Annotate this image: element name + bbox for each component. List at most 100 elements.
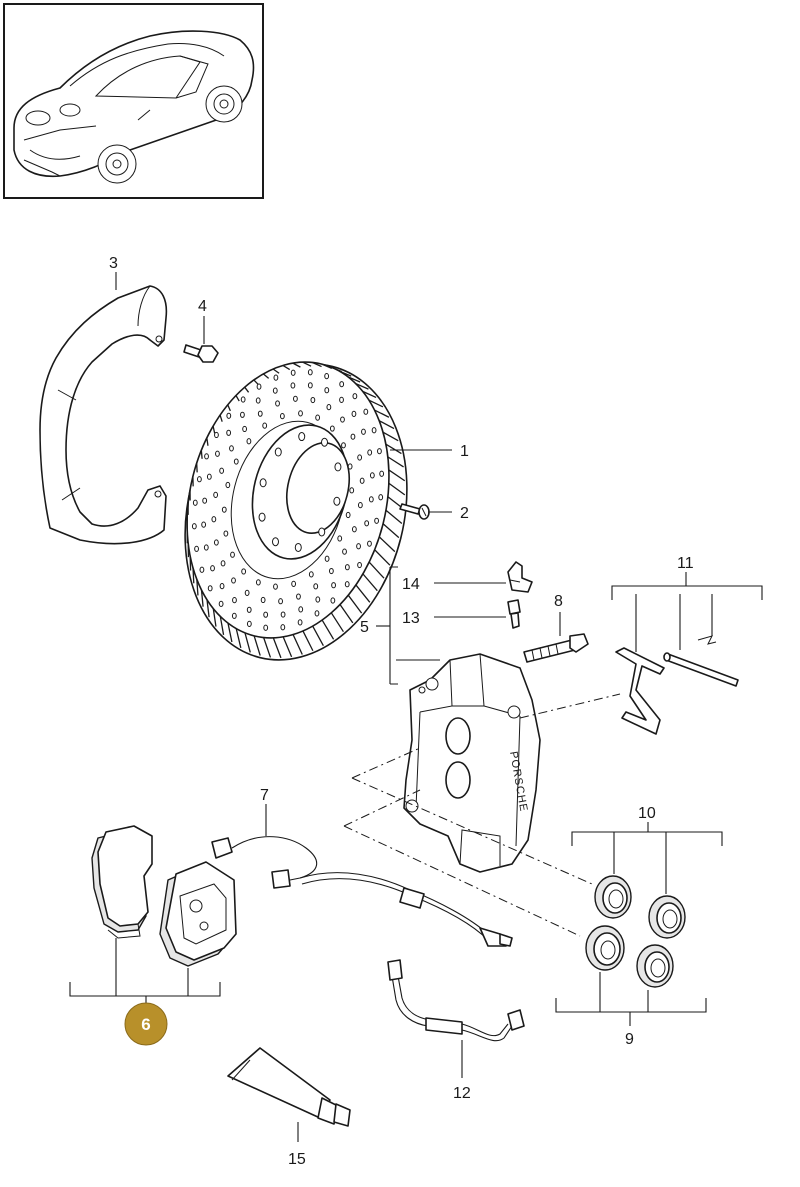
disc-drill-hole [214,431,219,439]
disc-drill-hole [273,374,279,381]
disc-vent-line [382,523,400,539]
disc-drill-hole [278,598,283,605]
disc-vent-line [378,420,395,430]
disc-drill-hole [246,438,252,445]
disc-vent-line [272,368,280,374]
disc-vent-line [388,469,406,482]
disc-drill-hole [290,382,296,389]
hub-bolt-hole [294,542,302,552]
disc-drill-hole [207,585,213,592]
disc-vent-line [355,382,369,390]
disc-drill-hole [215,450,220,457]
disc-drill-hole [201,521,207,528]
disc-vent-line [362,390,377,399]
disc-drill-hole [263,611,269,618]
disc-drill-hole [296,593,301,600]
disc-vent-line [192,567,195,584]
hub-bolt-hole [258,512,266,522]
disc-vent-line [388,482,406,496]
disc-drill-hole [369,472,375,479]
disc-drill-hole [272,387,278,394]
bleed-cap-part-14 [507,561,533,593]
disc-drill-hole [223,530,229,537]
disc-drill-hole [231,577,236,584]
disc-drill-hole [262,422,268,429]
disc-drill-hole [347,463,353,470]
disc-ventilation-edge [186,361,406,659]
disc-drill-hole [339,381,345,388]
disc-drill-hole [204,453,209,460]
disc-drill-hole [344,581,350,588]
part-label-9: 9 [625,1031,634,1048]
disc-vent-line [235,628,242,648]
disc-vent-line [262,373,270,379]
seal-ring [585,925,625,971]
disc-drill-hole [293,395,298,402]
disc-drill-hole [378,494,384,501]
leader-lines [69,272,763,1142]
disc-drill-hole [340,416,345,423]
disc-vent-line [378,536,396,553]
disc-drill-hole [326,403,332,411]
disc-drill-hole [337,535,343,542]
disc-drill-hole [255,579,261,586]
part-label-2: 2 [460,505,469,522]
disc-drill-hole [232,597,237,604]
disc-drill-hole [221,506,227,513]
part-label-15: 15 [288,1151,306,1168]
disc-vent-line [292,362,301,368]
disc-drill-hole [246,606,252,613]
disc-vent-line [312,625,324,646]
screw-part-2 [399,503,430,520]
wear-sensor-part-7 [211,836,513,947]
disc-vent-line [330,612,344,633]
disc-drill-hole [324,373,330,380]
disc-drill-hole [199,566,205,573]
dust-shield-part-3 [39,285,168,545]
hub-bolt-hole [259,478,267,488]
disc-drill-hole [230,551,235,558]
disc-drill-hole [328,567,334,575]
disc-drill-hole [279,412,285,420]
part-label-10: 10 [638,805,656,822]
disc-drill-hole [367,540,372,547]
disc-vent-line [339,604,354,624]
part-label-5: 5 [360,619,369,636]
disc-drill-hole [331,582,336,589]
disc-drill-hole [242,425,248,433]
disc-vent-line [302,630,314,652]
disc-drill-hole [213,491,219,498]
disc-drill-hole [273,583,278,590]
disc-vent-line [244,632,251,653]
part-number-labels: 3 4 1 2 11 14 8 13 5 7 10 9 12 15 6 [109,255,694,1168]
disc-drill-hole [203,544,209,551]
assembly-lines [343,693,621,937]
disc-vent-line [200,450,203,459]
disc-vent-line [227,622,233,643]
disc-vent-line [292,634,303,655]
highlighted-part-badge-6[interactable]: 6 [124,1002,168,1046]
hub-bolt-hole [298,432,306,442]
disc-vent-line [219,414,223,422]
disc-drill-hole [290,369,296,376]
disc-vent-line [368,399,384,408]
disc-drill-hole [371,427,377,434]
piston-seals-part-9 [585,925,674,988]
disc-vent-line [312,361,322,368]
disc-drill-hole [240,396,246,403]
disc-drill-hole [280,624,286,631]
disc-vent-line [206,599,210,618]
disc-vent-line [374,549,391,566]
disc-drill-hole [344,564,350,571]
hub-bolt-hole [333,496,341,506]
disc-cross-drilled-holes [191,369,385,631]
brake-caliper-part-5: PORSCHE [403,653,541,873]
seal-ring [648,895,686,939]
disc-hub-bolt-holes [258,432,342,552]
disc-drill-hole [246,620,252,627]
disc-drill-hole [241,568,247,575]
disc-drill-hole [307,369,313,376]
disc-vent-line [282,636,293,658]
grease-tube-part-15 [227,1047,351,1127]
